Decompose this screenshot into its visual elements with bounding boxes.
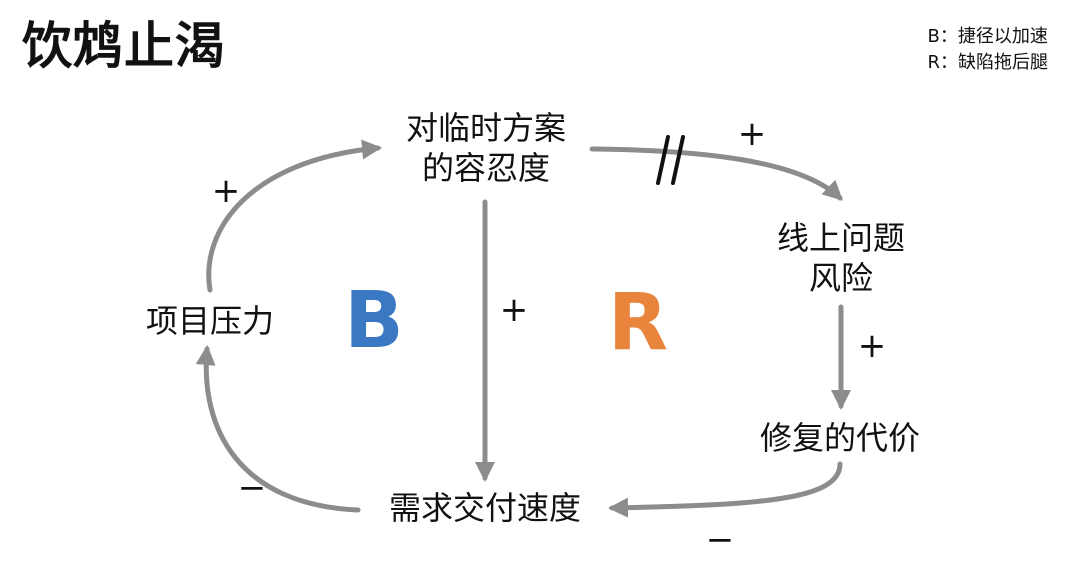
legend: B：捷径以加速 R：缺陷拖后腿	[927, 24, 1048, 76]
sign-pressure-to-tolerance: +	[211, 171, 241, 211]
loop-label-reinforcing: R	[607, 278, 669, 368]
arrow-cost-to-speed	[608, 461, 843, 518]
sign-cost-to-speed: −	[705, 520, 735, 560]
node-speed: 需求交付速度	[362, 488, 608, 528]
page-title: 饮鸩止渴	[22, 17, 226, 75]
node-pressure: 项目压力	[128, 301, 292, 341]
sign-speed-to-pressure: −	[237, 468, 267, 508]
loop-label-balancing: B	[344, 276, 404, 366]
node-risk: 线上问题 风险	[756, 218, 926, 298]
node-risk-line-2: 风险	[808, 259, 873, 297]
node-tolerance-line-1: 对临时方案	[405, 109, 566, 147]
node-speed-line-1: 需求交付速度	[388, 489, 581, 527]
node-risk-line-1: 线上问题	[776, 219, 905, 257]
node-tolerance: 对临时方案 的容忍度	[386, 108, 586, 188]
legend-item-b: B：捷径以加速	[927, 26, 1048, 47]
node-cost: 修复的代价	[735, 418, 945, 458]
delay-mark-icon	[656, 135, 685, 185]
node-pressure-line-1: 项目压力	[145, 302, 274, 340]
sign-tolerance-to-risk: +	[737, 114, 767, 154]
sign-tolerance-to-speed: +	[499, 290, 529, 330]
arrow-tolerance-to-risk	[589, 146, 843, 201]
arrow-pressure-to-tolerance	[206, 139, 382, 293]
arrow-speed-to-pressure	[195, 345, 361, 513]
node-cost-line-1: 修复的代价	[759, 419, 920, 457]
sign-risk-to-cost: +	[857, 326, 887, 366]
node-tolerance-line-2: 的容忍度	[421, 149, 550, 187]
legend-item-r: R：缺陷拖后腿	[927, 52, 1048, 73]
